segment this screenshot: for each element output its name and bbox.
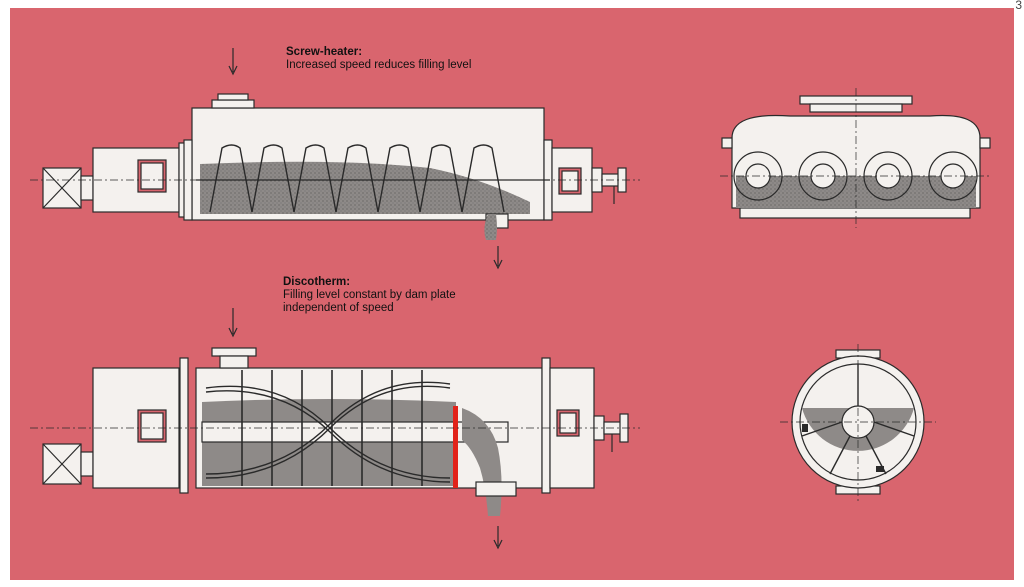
screw-flights (209, 144, 505, 213)
discharge-arrow-icon (493, 246, 503, 270)
diagram-panel: Screw-heater: Increased speed reduces fi… (10, 8, 1014, 580)
screw-heater-product-bed (200, 161, 530, 214)
discotherm-caption-line-1: Filling level constant by dam plate (283, 289, 456, 301)
screw-heater-label: Screw-heater: Increased speed reduces fi… (286, 46, 471, 72)
discotherm-feed-arrow-icon (228, 308, 238, 338)
machines-drawing (30, 48, 992, 550)
discotherm-side-view (30, 308, 640, 550)
dam-plate (453, 406, 458, 488)
screw-heater-caption: Increased speed reduces filling level (286, 59, 472, 71)
discotherm-cross-section (780, 344, 936, 502)
page-number: 3 (1015, 0, 1022, 12)
screw-heater-title: Screw-heater: (286, 46, 363, 58)
screw-heater-discharge-flow (484, 214, 497, 240)
screw-heater-cross-section (720, 88, 992, 228)
discotherm-discharge-arrow-icon (493, 526, 503, 550)
discotherm-title: Discotherm: (283, 276, 351, 288)
discotherm-caption-line-2: independent of speed (283, 302, 394, 314)
screw-heater-side-view (30, 48, 640, 270)
discotherm-label: Discotherm: Filling level constant by da… (283, 276, 456, 315)
feed-arrow-icon (228, 48, 238, 76)
